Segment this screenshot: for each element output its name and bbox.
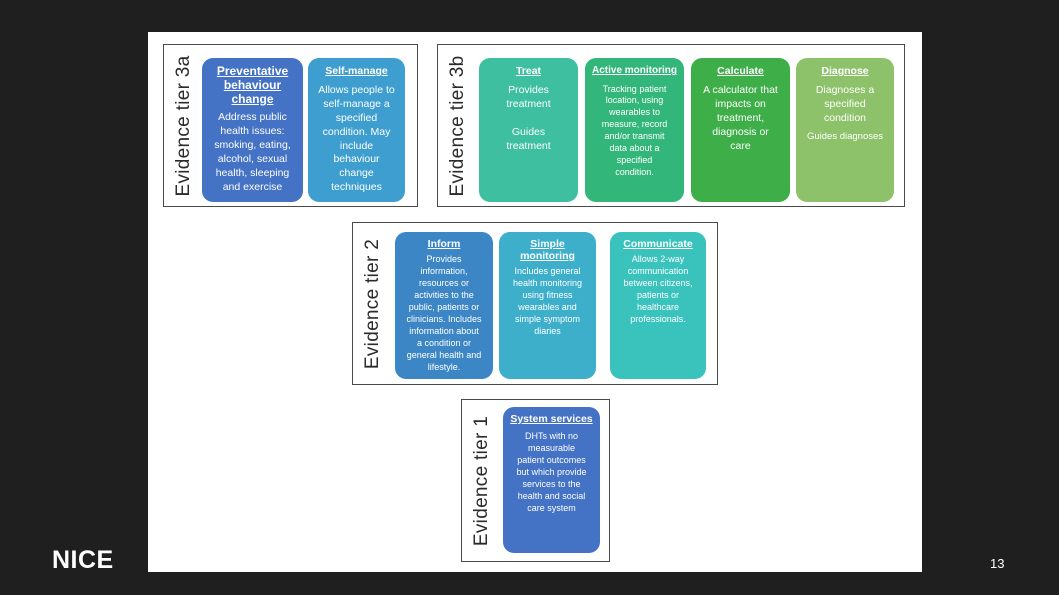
card-body: Diagnoses a specified condition [815, 84, 875, 124]
card-preventative-behaviour-change: Preventative behaviour change Address pu… [202, 58, 303, 202]
tier-2-label: Evidence tier 2 [362, 238, 383, 369]
card-simple-monitoring: Simple monitoring Includes general healt… [499, 232, 596, 379]
card-extra: Guides diagnoses [806, 130, 884, 142]
card-calculate: Calculate A calculator that impacts on t… [691, 58, 790, 202]
nice-logo: NICE [52, 546, 114, 574]
card-active-monitoring: Active monitoring Tracking patient locat… [585, 58, 684, 202]
card-self-manage: Self-manage Allows people to self-manage… [308, 58, 405, 202]
card-title: Self-manage [325, 65, 388, 77]
card-inform: Inform Provides information, resources o… [395, 232, 493, 379]
tier-2-box: Evidence tier 2 Inform Provides informat… [352, 222, 718, 385]
card-communicate: Communicate Allows 2-way communication b… [610, 232, 706, 379]
card-body: Tracking patient location, using wearabl… [601, 83, 668, 178]
card-title: System services [510, 413, 593, 425]
page-number: 13 [990, 556, 1005, 571]
card-system-services: System services DHTs with no measurable … [503, 407, 600, 553]
tier-3a-box: Evidence tier 3a Preventative behaviour … [163, 44, 418, 207]
tier-3b-box: Evidence tier 3b Treat Provides treatmen… [437, 44, 905, 207]
card-title: Treat [515, 65, 542, 77]
tier-1-box: Evidence tier 1 System services DHTs wit… [461, 399, 610, 562]
card-body: Address public health issues: smoking, e… [214, 111, 291, 193]
card-title: Simple monitoring [520, 238, 575, 263]
tier-3a-label: Evidence tier 3a [173, 54, 194, 197]
card-title: Calculate [717, 65, 764, 77]
card-title: Preventative behaviour change [216, 64, 289, 106]
card-title: Active monitoring [591, 65, 677, 76]
card-title: Diagnose [821, 65, 869, 77]
card-body: Allows 2-way communication between citiz… [623, 254, 693, 324]
card-body: Allows people to self-manage a specified… [318, 84, 395, 194]
card-body: DHTs with no measurable patient outcomes… [516, 431, 587, 513]
tier-3b-label: Evidence tier 3b [447, 54, 468, 197]
card-title: Communicate [623, 238, 693, 250]
card-treat: Treat Provides treatment Guides treatmen… [479, 58, 578, 202]
card-body: Provides information, resources or activ… [406, 254, 482, 372]
card-title: Inform [427, 238, 461, 250]
tier-1-label: Evidence tier 1 [471, 415, 492, 546]
card-body: A calculator that impacts on treatment, … [703, 84, 778, 152]
card-body: Provides treatment Guides treatment [506, 84, 551, 152]
card-diagnose: Diagnose Diagnoses a specified condition… [796, 58, 894, 202]
card-body: Includes general health monitoring using… [512, 266, 583, 336]
